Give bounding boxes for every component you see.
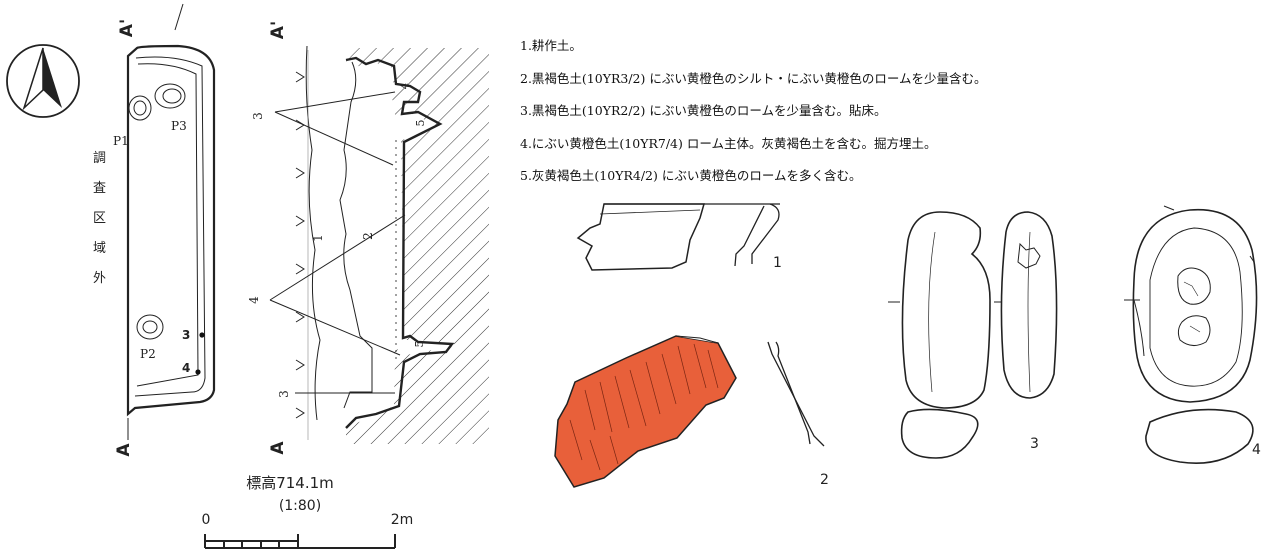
layer-label-3-top: 3: [251, 112, 265, 120]
scale-elevation: 標高714.1m: [246, 474, 334, 492]
artifact-4-drawing: [1124, 205, 1258, 464]
artifact-number-3: 3: [1030, 436, 1039, 452]
layer-label-4-inner: 4: [400, 83, 411, 89]
plan-label-top: A': [117, 19, 137, 37]
pit-label-p1: P1: [113, 134, 129, 148]
outside-area-char: 調: [93, 151, 106, 166]
layer-label-4: 4: [247, 296, 261, 304]
layer-label-1: 1: [311, 234, 325, 242]
plan-point-label-4: 4: [182, 361, 190, 375]
section-label-bottom: A: [268, 441, 288, 455]
scale-start: 0: [202, 512, 211, 528]
layer-legend: 1.耕作土。 2.黒褐色土(10YR3/2) にぶい黄橙色のシルト・にぶい黄橙色…: [520, 30, 986, 193]
legend-item-5: 5.灰黄褐色土(10YR4/2) にぶい黄橙色のロームを多く含む。: [520, 168, 862, 183]
outside-area-char: 外: [93, 271, 106, 286]
layer-label-5-top: 5: [414, 120, 427, 127]
pit-label-p2: P2: [140, 347, 156, 361]
scale-bar: [204, 534, 396, 549]
layer-label-2: 2: [361, 232, 375, 240]
artifact-2-drawing: [554, 335, 825, 488]
legend-item-3: 3.黒褐色土(10YR2/2) にぶい黄橙色のロームを少量含む。貼床。: [520, 103, 887, 118]
artifact-number-2: 2: [820, 472, 829, 488]
artifact-number-4: 4: [1252, 442, 1261, 458]
north-arrow-icon: [6, 44, 80, 118]
outside-area-char: 査: [93, 181, 106, 196]
scale-ratio: (1:80): [279, 498, 321, 514]
layer-label-3-bottom: 3: [277, 390, 291, 398]
outside-area-char: 区: [93, 211, 106, 226]
outside-area-char: 域: [93, 241, 106, 256]
plan-view: [126, 3, 216, 440]
artifact-number-1: 1: [773, 255, 782, 271]
plan-point-label-3: 3: [182, 328, 190, 342]
section-view: [269, 45, 489, 444]
scale-end: 2m: [391, 512, 414, 528]
plan-label-bottom: A: [114, 443, 134, 457]
legend-item-4: 4.にぶい黄橙色土(10YR7/4) ローム主体。灰黄褐色土を含む。掘方埋土。: [520, 135, 937, 151]
legend-item-1: 1.耕作土。: [520, 38, 582, 53]
artifact-3-drawing: [888, 211, 1058, 459]
artifact-1-drawing: [576, 203, 780, 271]
outside-area-label: 調 査 区 域 外: [93, 151, 106, 286]
section-label-top: A': [268, 21, 288, 39]
pit-label-p3: P3: [171, 119, 187, 133]
layer-label-5-bottom: 5: [413, 341, 426, 348]
legend-item-2: 2.黒褐色土(10YR3/2) にぶい黄橙色のシルト・にぶい黄橙色のロームを少量…: [520, 70, 987, 86]
